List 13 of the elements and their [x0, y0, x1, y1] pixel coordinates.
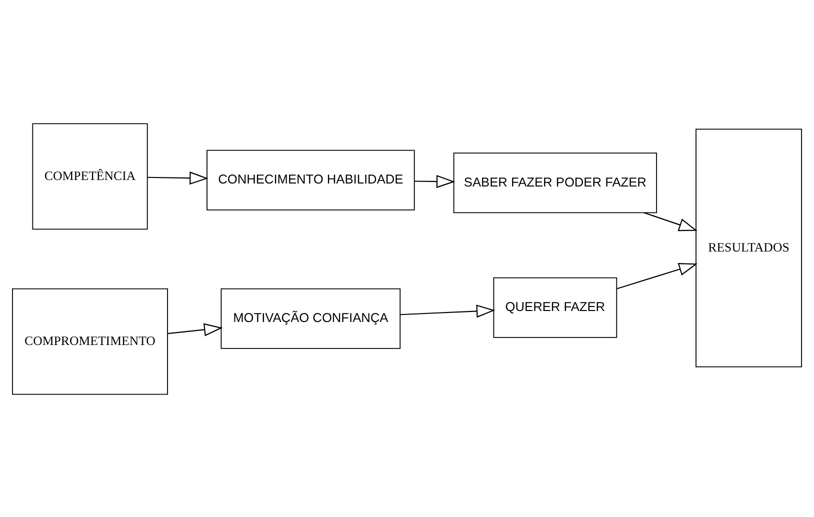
node-box: QUERER FAZER: [493, 276, 618, 338]
arrow: [616, 262, 698, 289]
node-box: SABER FAZER PODER FAZER: [453, 152, 658, 213]
arrow: [414, 174, 456, 188]
node-box: MOTIVAÇÃO CONFIANÇA: [220, 288, 401, 348]
node-box: RESULTADOS: [696, 128, 802, 367]
arrow: [400, 304, 496, 318]
arrow: [148, 171, 208, 184]
arrow: [168, 322, 223, 336]
arrow: [644, 212, 698, 231]
node-box: COMPROMETIMENTO: [12, 288, 168, 394]
node-box: COMPETÊNCIA: [32, 122, 148, 230]
node-box: CONHECIMENTO HABILIDADE: [206, 149, 415, 210]
